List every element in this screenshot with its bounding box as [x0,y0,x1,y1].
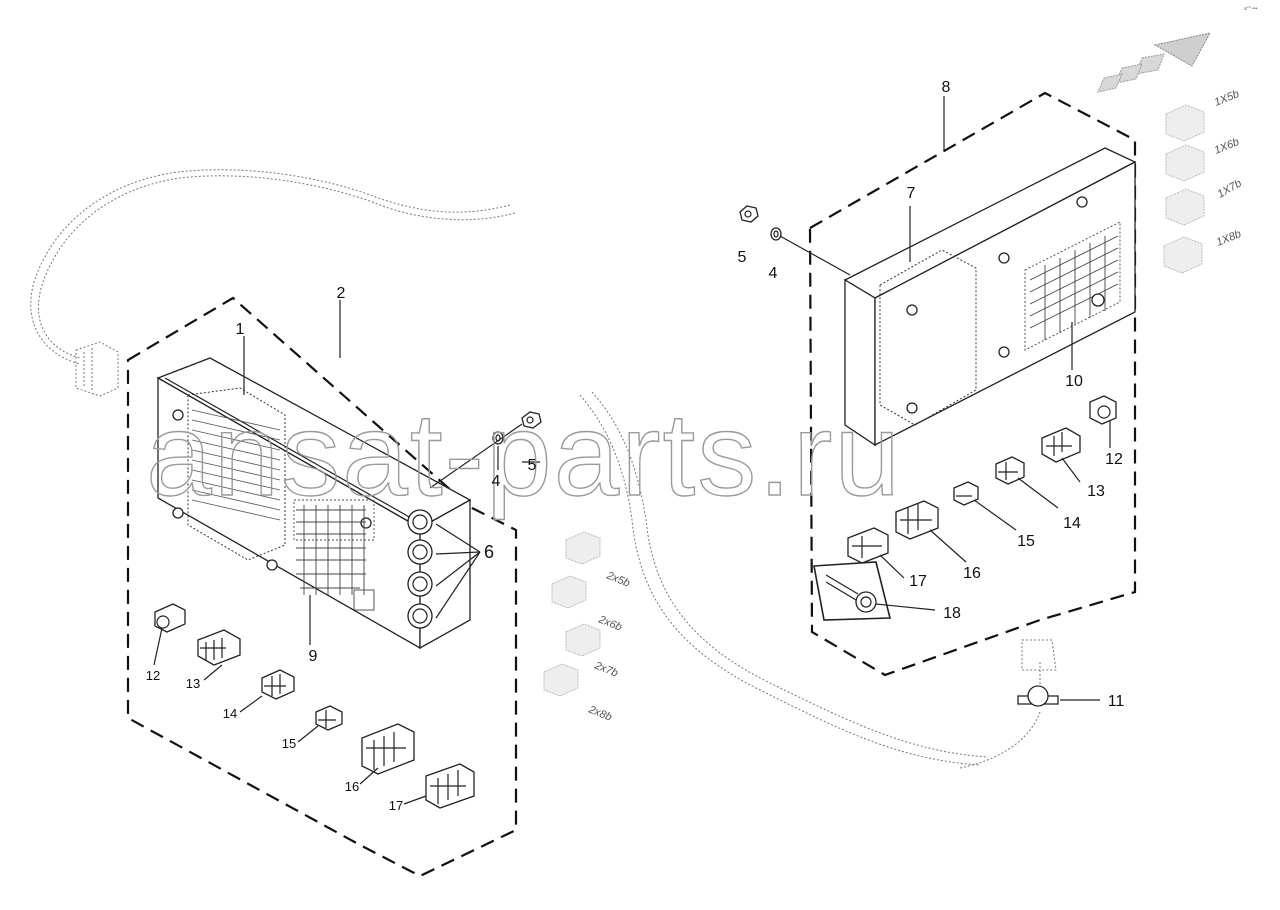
callout-c4a: 4 [492,473,501,490]
callout-c6: 6 [484,542,494,562]
callout-c13a: 13 [186,676,200,691]
right-loose-connectors [813,395,1117,621]
cable-label-1x7b: 1X7b [1216,177,1244,200]
callout-c11: 11 [1108,693,1125,710]
round-connectors [407,509,433,629]
callout-c5b: 5 [738,249,747,266]
cable-clamp [1017,639,1059,707]
callout-c17b: 17 [909,573,927,590]
left-leader-lines [153,300,540,805]
cable-label-2x5b: 2x5b [604,569,632,589]
cable-labels-right: 1X5b 1X6b 1X7b 1X8b [1213,88,1244,249]
callout-c18: 18 [943,605,961,622]
left-nut-washer [429,411,542,489]
cable-label-2x7b: 2x7b [592,659,620,679]
callout-c7: 7 [907,185,916,202]
right-leader-lines [875,96,1111,701]
ghost-connectors-left [543,531,601,697]
callout-c10: 10 [1065,373,1083,390]
callout-c12b: 12 [1105,451,1123,468]
right-group-outline [808,91,1137,677]
callout-c4b: 4 [769,265,778,282]
callout-c16b: 16 [963,565,981,582]
corner-mark: a°° ••• [1244,6,1258,12]
direction-arrow [1097,32,1211,93]
cable-label-1x6b: 1X6b [1213,136,1241,157]
left-loose-connectors [154,603,475,809]
callout-c12a: 12 [146,668,160,683]
callout-c15b: 15 [1017,533,1035,550]
cable-label-1x5b: 1X5b [1213,88,1241,109]
watermark: ansat-parts.ru [146,389,902,521]
callout-c14a: 14 [223,706,237,721]
callout-c14b: 14 [1063,515,1081,532]
callout-c9: 9 [309,648,318,665]
left-group-outline [126,296,518,878]
cable-label-2x8b: 2x8b [586,703,614,723]
right-control-box [843,147,1137,447]
callout-c17a: 17 [389,798,403,813]
callout-c1: 1 [236,321,245,338]
callout-c2: 2 [337,285,346,302]
callout-c16a: 16 [345,779,359,794]
cable-label-1x8b: 1X8b [1215,228,1243,249]
ghost-connectors-right [1163,104,1205,274]
callout-c15a: 15 [282,736,296,751]
left-control-box [156,357,472,650]
callout-c13b: 13 [1087,483,1105,500]
right-nut-washer [739,205,851,276]
callout-c5a: 5 [528,457,537,474]
background-cables [30,169,1041,769]
callout-c8: 8 [942,79,951,96]
cable-plug-left [75,341,119,397]
